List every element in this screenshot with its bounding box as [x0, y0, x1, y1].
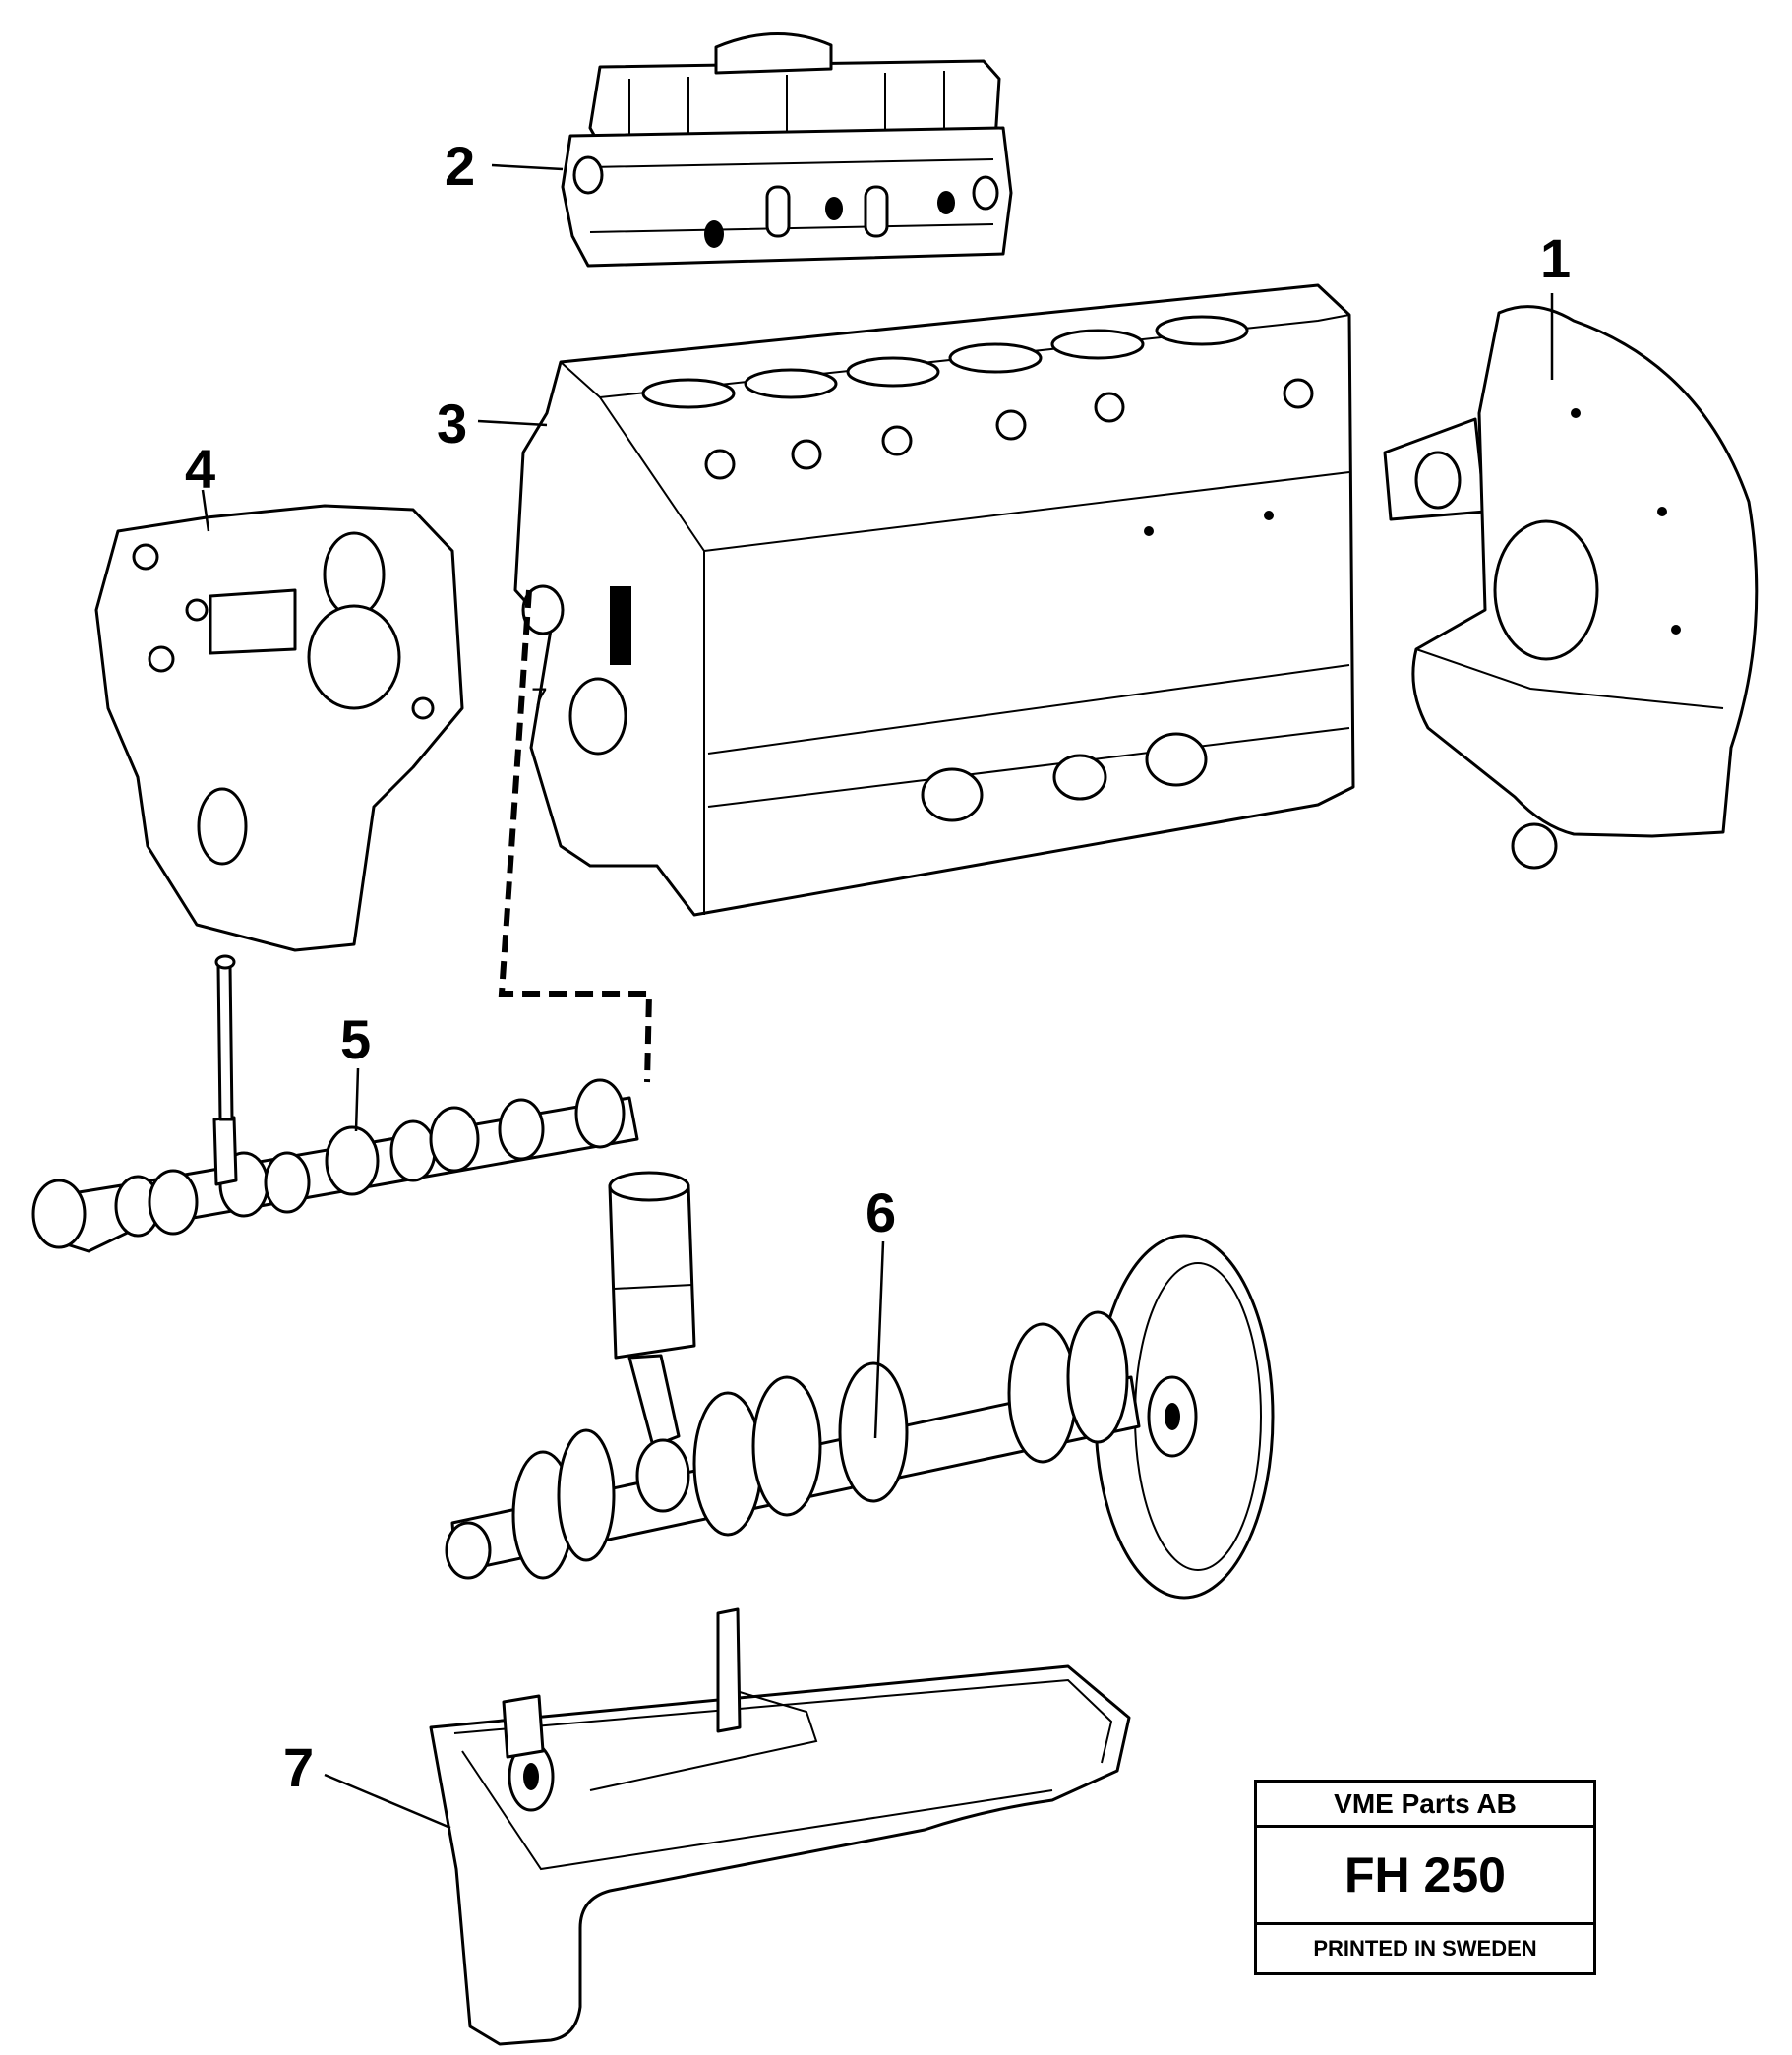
leader-line-6 — [873, 1240, 885, 1439]
leader-line-7 — [324, 1773, 451, 1830]
stamp-code: FH 250 — [1257, 1828, 1593, 1925]
stamp-printed: PRINTED IN SWEDEN — [1313, 1936, 1537, 1961]
leader-line-3 — [477, 419, 548, 427]
cylinder-head — [561, 32, 1013, 268]
crankshaft-assembly — [445, 1171, 1275, 1600]
callout-3: 3 — [437, 393, 467, 454]
vme-parts-stamp: VME Parts AB FH 250 PRINTED IN SWEDEN — [1254, 1780, 1596, 1975]
timing-cover — [94, 504, 464, 952]
camshaft — [31, 954, 639, 1253]
callout-7-small: 7 — [531, 683, 548, 715]
flywheel-housing — [1383, 305, 1759, 870]
callout-1: 1 — [1540, 227, 1571, 289]
insertion-dashed-line — [498, 589, 653, 1083]
callout-7: 7 — [283, 1736, 314, 1798]
stamp-company: VME Parts AB — [1257, 1783, 1593, 1828]
callout-5: 5 — [340, 1008, 371, 1070]
leader-line-5 — [354, 1067, 360, 1132]
callout-4: 4 — [185, 438, 215, 500]
engine-block — [513, 283, 1355, 917]
callout-6: 6 — [866, 1181, 896, 1243]
leader-line-4 — [201, 489, 210, 532]
oil-sump — [429, 1607, 1131, 2046]
callout-2: 2 — [445, 135, 475, 197]
leader-line-2 — [491, 163, 564, 171]
